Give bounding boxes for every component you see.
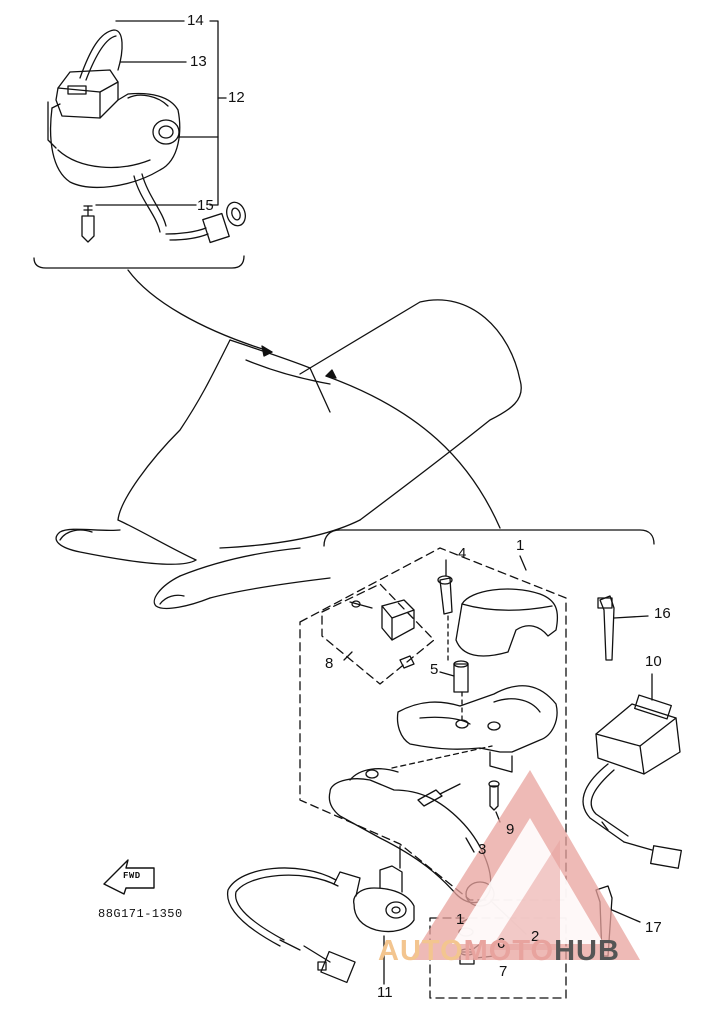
part-number-7: 7: [499, 963, 508, 980]
watermark-text-moto: MOTO: [463, 935, 555, 967]
part-number-1: 1: [516, 537, 525, 554]
part-number-11: 11: [377, 984, 393, 1001]
fwd-label: FWD: [123, 871, 141, 881]
snowmobile-outline: [55, 299, 522, 610]
part-number-4: 4: [458, 545, 467, 562]
watermark-logo-icon: [410, 770, 640, 960]
part-number-17: 17: [645, 919, 662, 936]
reference-arrows: [127, 269, 501, 529]
switch-housing-illustration: [33, 20, 246, 269]
part-number-9: 9: [506, 821, 515, 838]
part-number-15: 15: [197, 197, 214, 214]
watermark-text: AUTOMOTOHUB: [378, 937, 620, 971]
part-number-13: 13: [190, 53, 207, 70]
right-components: [461, 595, 683, 957]
part-number-12: 12: [228, 89, 245, 106]
fwd-arrow-icon: [103, 859, 155, 895]
part-number-1b: 1: [456, 911, 465, 928]
part-number-8: 8: [325, 655, 334, 672]
drawing-code: 88G171-1350: [98, 907, 183, 921]
part-number-10: 10: [645, 653, 662, 670]
part-number-3: 3: [478, 841, 487, 858]
lower-assembly-bracket: [323, 529, 655, 547]
watermark-text-hub: HUB: [554, 935, 620, 967]
watermark-text-auto: AUTO: [378, 935, 464, 967]
part-number-2: 2: [531, 928, 540, 945]
part-number-14: 14: [187, 12, 204, 29]
part-number-6: 6: [497, 935, 506, 952]
part-number-16: 16: [654, 605, 671, 622]
part-number-5: 5: [430, 661, 439, 678]
